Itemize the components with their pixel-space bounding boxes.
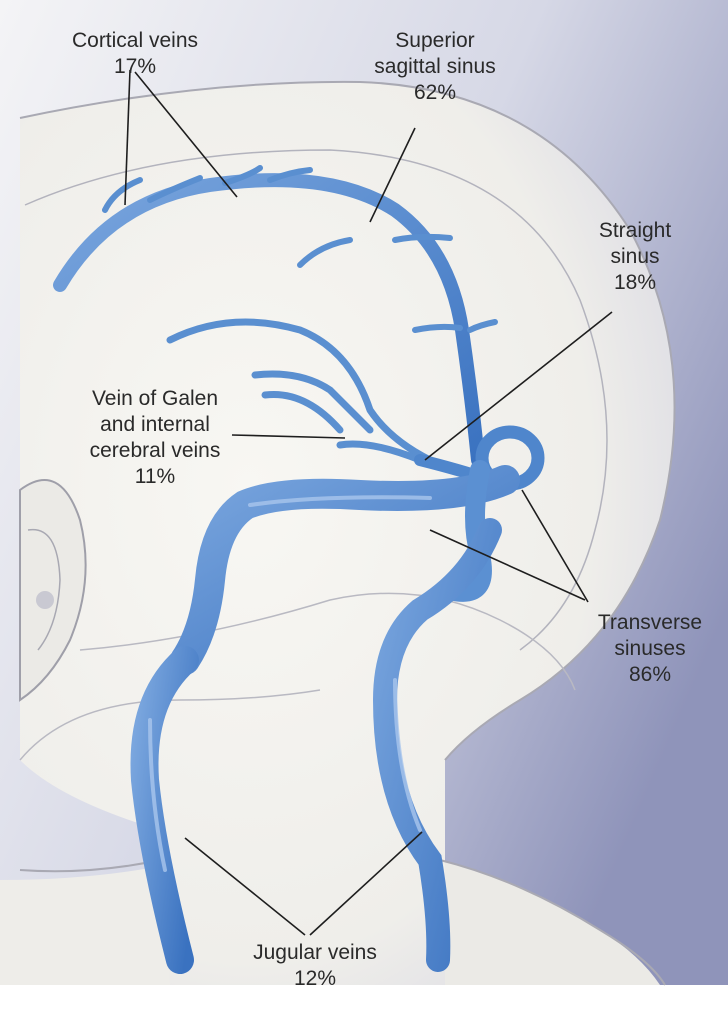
label-transverse-line2: sinuses	[580, 636, 720, 662]
label-sagittal-line2: sagittal sinus	[340, 54, 530, 80]
label-straight-line1: Straight	[580, 218, 690, 244]
label-straight-sinus: Straight sinus 18%	[580, 218, 690, 296]
label-galen-line3: cerebral veins	[70, 438, 240, 464]
label-jugular-name: Jugular veins	[215, 940, 415, 966]
label-galen-pct: 11%	[70, 464, 240, 490]
label-transverse-line1: Transverse	[580, 610, 720, 636]
label-cortical-veins-pct: 17%	[30, 54, 240, 80]
label-superior-sagittal-sinus: Superior sagittal sinus 62%	[340, 28, 530, 106]
ear-canal	[36, 591, 54, 609]
label-straight-line2: sinus	[580, 244, 690, 270]
label-cortical-veins: Cortical veins 17%	[30, 28, 240, 80]
label-sagittal-pct: 62%	[340, 80, 530, 106]
label-galen-line1: Vein of Galen	[70, 386, 240, 412]
label-straight-pct: 18%	[580, 270, 690, 296]
label-galen-line2: and internal	[70, 412, 240, 438]
label-transverse-sinuses: Transverse sinuses 86%	[580, 610, 720, 688]
label-transverse-pct: 86%	[580, 662, 720, 688]
label-cortical-veins-name: Cortical veins	[30, 28, 240, 54]
label-sagittal-line1: Superior	[340, 28, 530, 54]
label-jugular-pct: 12%	[215, 966, 415, 992]
label-vein-of-galen: Vein of Galen and internal cerebral vein…	[70, 386, 240, 490]
label-jugular-veins: Jugular veins 12%	[215, 940, 415, 992]
